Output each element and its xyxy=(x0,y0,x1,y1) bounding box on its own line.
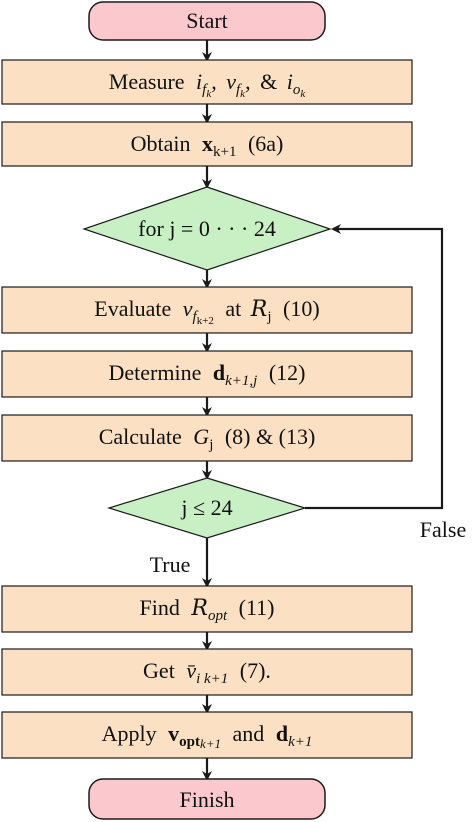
find-label: Find Ropt (11) xyxy=(140,595,275,625)
finish-terminal xyxy=(88,778,326,820)
node-loop: for j = 0 · · · 24 xyxy=(82,186,332,271)
node-start: Start xyxy=(88,1,326,41)
apply-label: Apply voptk+1 and dk+1 xyxy=(102,721,313,753)
start-terminal xyxy=(88,1,326,41)
node-determine: Determine dk+1,j (12) xyxy=(1,350,413,398)
edge-false-loopback xyxy=(305,224,444,510)
evaluate-box xyxy=(1,286,413,334)
calculate-label: Calculate Gj (8) & (13) xyxy=(99,424,316,454)
check-label: j ≤ 24 xyxy=(180,495,232,520)
determine-label: Determine dk+1,j (12) xyxy=(109,360,306,390)
false-label: False xyxy=(420,517,466,542)
true-label: True xyxy=(150,552,191,577)
calculate-box xyxy=(1,414,413,462)
measure-label: Measure ifk, vfk, & iok xyxy=(109,69,307,100)
node-apply: Apply voptk+1 and dk+1 xyxy=(1,711,413,759)
node-evaluate: Evaluate vfk+2 at Rj (10) xyxy=(1,286,413,334)
connectors xyxy=(202,40,444,781)
start-label: Start xyxy=(186,8,228,33)
apply-box xyxy=(1,711,413,759)
node-find: Find Ropt (11) xyxy=(1,585,413,633)
get-label: Get v̄i k+1 (7). xyxy=(143,658,271,688)
obtain-box xyxy=(1,121,413,167)
node-calculate: Calculate Gj (8) & (13) xyxy=(1,414,413,462)
loop-label: for j = 0 · · · 24 xyxy=(138,216,276,241)
check-diamond xyxy=(106,477,308,539)
node-check: j ≤ 24 xyxy=(106,477,308,539)
loop-diamond xyxy=(82,186,332,271)
node-measure: Measure ifk, vfk, & iok xyxy=(1,59,413,105)
evaluate-label: Evaluate vfk+2 at Rj (10) xyxy=(94,296,319,329)
finish-label: Finish xyxy=(179,787,234,812)
determine-box xyxy=(1,350,413,398)
measure-box xyxy=(1,59,413,105)
get-box xyxy=(1,648,413,696)
node-get: Get v̄i k+1 (7). xyxy=(1,648,413,696)
find-box xyxy=(1,585,413,633)
node-finish: Finish xyxy=(88,778,326,820)
obtain-label: Obtain xk+1 (6a) xyxy=(131,131,284,161)
node-obtain: Obtain xk+1 (6a) xyxy=(1,121,413,167)
